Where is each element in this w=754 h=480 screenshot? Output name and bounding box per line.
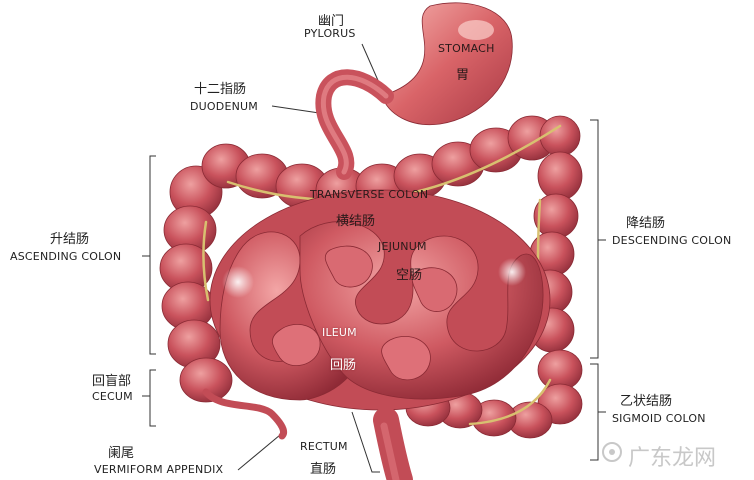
descending-colon-label-en: DESCENDING COLON <box>612 234 732 247</box>
ileum-label-en: ILEUM <box>322 326 357 339</box>
transverse-colon-label-zh: 横结肠 <box>336 214 376 229</box>
appendix-label-en: VERMIFORM APPENDIX <box>94 463 224 476</box>
jejunum-label-en: JEJUNUM <box>378 240 427 253</box>
jejunum-label-zh: 空肠 <box>396 268 423 283</box>
rectum-bracket <box>351 411 380 473</box>
ascending-colon-label-zh: 升结肠 <box>50 232 90 247</box>
stomach-organ <box>381 2 513 126</box>
cecum-bracket <box>149 369 156 427</box>
ascending-bracket <box>149 155 156 355</box>
duodenum-label-zh: 十二指肠 <box>194 82 247 97</box>
duodenum-tube <box>315 69 394 180</box>
duodenum-label-en: DUODENUM <box>190 100 258 113</box>
pylorus-label-en: PYLORUS <box>304 27 356 40</box>
rectum-label-en: RECTUM <box>300 440 348 453</box>
watermark-logo-icon <box>602 442 622 462</box>
sigmoid-colon-label-zh: 乙状结肠 <box>620 394 673 409</box>
descending-bracket <box>590 119 599 359</box>
stomach-label-zh: 胃 <box>456 68 470 83</box>
cecum-label-en: CECUM <box>92 390 133 403</box>
ascending-colon-label-en: ASCENDING COLON <box>10 250 122 263</box>
stomach-label-en: STOMACH <box>438 42 495 55</box>
descending-colon-label-zh: 降结肠 <box>626 216 666 231</box>
appendix-label-zh: 阑尾 <box>108 446 135 461</box>
pylorus-label-zh: 幽门 <box>318 14 345 29</box>
transverse-colon-label-en: TRANSVERSE COLON <box>310 188 429 201</box>
highlight-glow <box>222 266 254 298</box>
appendix-pointer <box>237 429 287 471</box>
watermark-text: 广东龙网 <box>628 446 717 471</box>
small-intestine <box>209 189 551 411</box>
highlight-glow <box>498 258 526 286</box>
ileum-label-zh: 回肠 <box>330 358 357 373</box>
appendix-organ <box>202 388 288 440</box>
sigmoid-colon-label-en: SIGMOID COLON <box>612 412 706 425</box>
cecum-label-zh: 回盲部 <box>92 374 132 389</box>
rectum-label-zh: 直肠 <box>310 462 337 477</box>
